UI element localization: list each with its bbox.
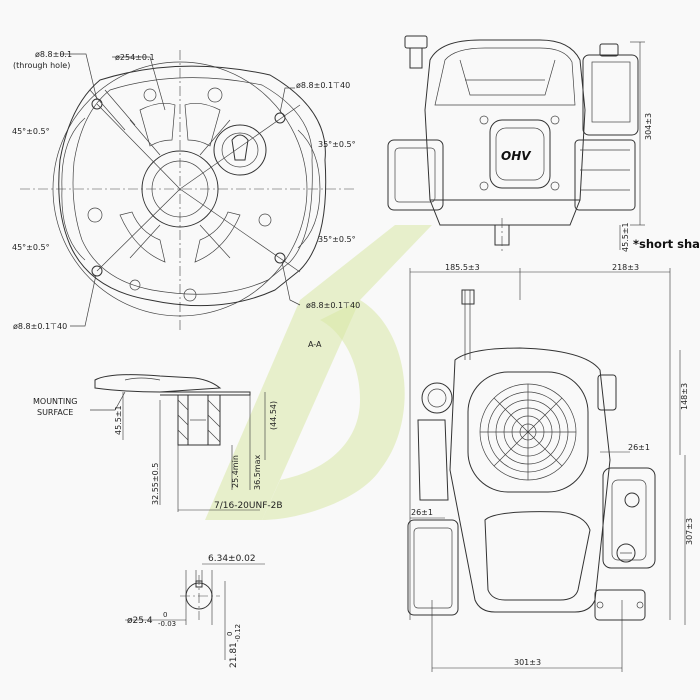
dim-148-label: 148±3 [680,383,689,410]
key-height-tol-up: 0 [226,632,234,636]
mounting-surface-label-2: SURFACE [37,408,73,417]
left-width-label: 185.5±3 [445,263,480,272]
air-filter [387,139,444,211]
dim-26-right-label: 26±1 [628,443,650,452]
side-height-label: 304±3 [644,113,653,140]
hole-bottom-right-label: ø8.8±0.1⊤40 [306,301,360,310]
thread-spec-label: 7/16-20UNF-2B [214,501,283,511]
hole-dia-through-label: ø8.8±0.1 [35,50,72,59]
mounting-hole-bl [91,265,103,277]
section-label: A-A [308,340,322,349]
shaft-end-view: 6.34±0.02 ø25.4 0 -0.03 21.81 0 -0.12 [125,554,265,668]
right-width-label: 218±3 [612,263,639,272]
section-view: A-A MOUNTING SURFACE 45.5±1 32.55±0.5 25… [33,340,322,512]
short-shaft-note: *short shaft [633,237,700,251]
shaft-dia-label: ø25.4 [127,616,153,626]
air-cleaner-box [407,519,459,616]
bottom-width-label: 301±3 [514,658,541,667]
key-width-label: 6.34±0.02 [208,554,256,564]
bolt-circle-label: ø254±0.1 [115,53,155,62]
engine-body-top [449,347,611,613]
angle-top-right-label: 35°±0.5° [318,140,356,149]
ohv-badge: OHV [501,149,532,163]
angle-bottom-left-label: 45°±0.5° [12,243,50,252]
ohv-badge-plate [489,119,551,189]
angle-bottom-right-label: 35°±0.5° [318,235,356,244]
shaft-dia-tol-low: -0.03 [158,620,176,628]
muffler-side [574,139,636,211]
watermark-logo [205,225,432,520]
through-hole-note: (through hole) [13,61,70,70]
dim-26-left-label: 26±1 [411,508,433,517]
oil-cap [404,35,428,49]
mounting-plate [94,374,222,393]
choke-knob [624,492,640,508]
hole-top-right-label: ø8.8±0.1⊤40 [296,81,350,90]
fuel-valve [616,543,636,563]
dim-36-5-label: 36.5max [253,454,262,490]
carburetor [417,419,449,501]
center-boss [141,150,219,228]
hole-bottom-left-label: ø8.8±0.1⊤40 [13,322,67,331]
dim-44-54-label: (44.54) [269,401,278,430]
dim-45-5-label: 45.5±1 [114,405,123,435]
engine-top-view: 185.5±3 218±3 148±3 307±3 301±3 26±1 26±… [407,263,694,672]
angle-top-left-label: 45°±0.5° [12,127,50,136]
muffler-top [602,467,656,569]
flange-outline [58,65,327,307]
mounting-hole-br [274,252,286,264]
shaft-dia-tol-up: 0 [163,611,167,619]
grille-holes [479,383,577,481]
shaft-length-label: 45.5±1 [621,222,630,252]
bottom-right-bracket [594,589,646,621]
wire-lead [464,290,471,360]
bolt-circle [52,61,308,317]
flange-view: ø8.8±0.1 (through hole) ø254±0.1 ø8.8±0.… [12,50,360,331]
engine-side-view: OHV 304±3 45.5±1 *short shaft [387,35,700,252]
mounting-surface-label-1: MOUNTING [33,397,77,406]
oil-fill-cap [421,382,453,414]
dim-25-4-label: 25.4min [231,455,240,488]
depth-label: 307±3 [685,518,694,545]
key-height-label: 21.81 [229,642,239,668]
lower-panel [484,511,591,601]
fuel-tank [582,54,639,136]
dim-32-55-label: 32.55±0.5 [151,463,160,505]
key-height-tol-low: -0.12 [234,624,242,642]
sensor-boss [213,124,267,176]
mounting-hole-tl [89,89,136,131]
fan-grille [467,371,589,493]
